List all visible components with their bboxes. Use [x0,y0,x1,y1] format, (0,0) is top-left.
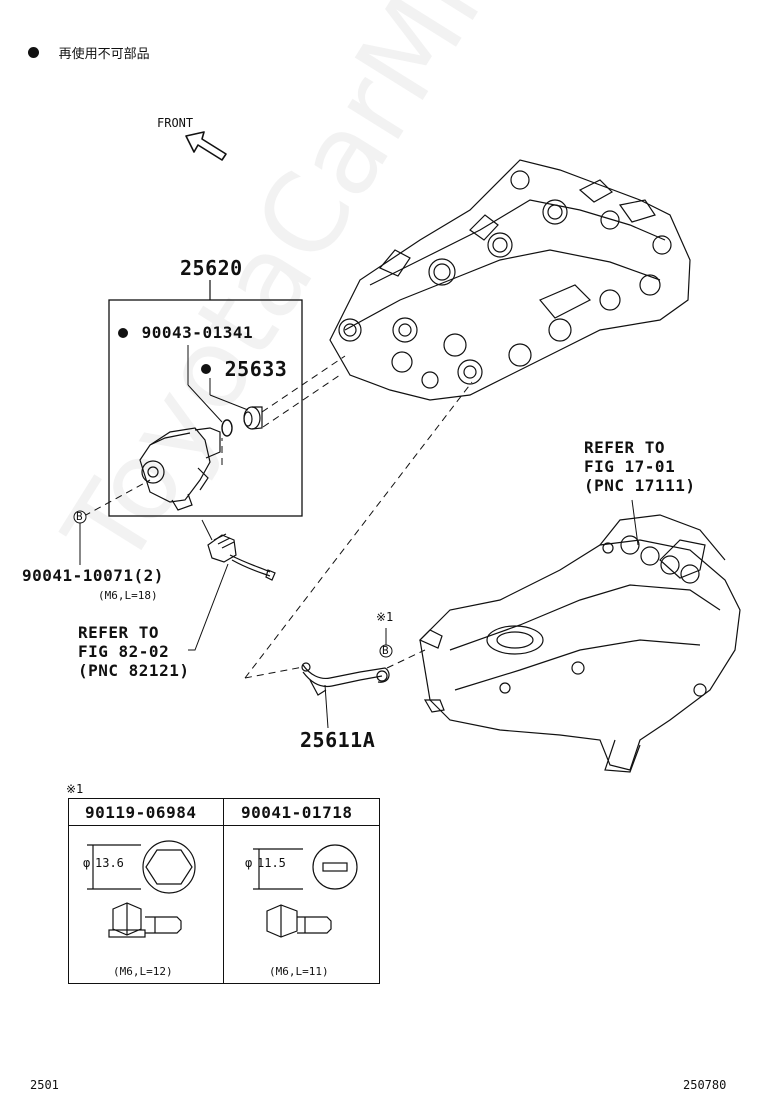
bullet-icon [118,327,128,338]
table-note-mark: ※1 [66,782,84,796]
part-number-text: 90043-01341 [141,323,254,342]
cylinder-head-drawing [329,159,691,401]
actuator-drawing [139,406,263,511]
diameter-value: 13.6 [95,856,124,870]
bullet-icon [201,364,211,374]
table-divider-horizontal [69,825,379,827]
hex-head-bolt-drawing [87,840,196,938]
front-arrow-icon [185,131,227,161]
part-25633: 25633 [201,357,287,381]
front-label: FRONT [157,116,194,130]
ref-line-2: FIG 17-01 [584,457,676,476]
footer-right-code: 250780 [683,1078,727,1092]
ref-line-3: (PNC 17111) [584,476,696,495]
ref-line-3: (PNC 82121) [78,661,190,680]
part-90041-10071: 90041-10071(2) [22,566,164,585]
table-divider-vertical [223,799,225,983]
legend: 再使用不可部品 [28,42,150,62]
part-25611a: 25611A [300,728,376,752]
ref-line-1: REFER TO [584,438,666,457]
ref-line-2: FIG 82-02 [78,642,170,661]
table-col2-part: 90041-01718 [241,803,353,822]
part-90043-01341: 90043-01341 [118,322,253,342]
table-col1-spec: (M6,L=12) [113,965,173,978]
legend-text: 再使用不可部品 [58,47,150,62]
intake-manifold-drawing [418,514,741,773]
round-head-bolt-drawing [253,844,358,938]
ref-line-1: REFER TO [78,623,160,642]
b-marker-label: B [76,510,83,523]
b-marker-icon-2 [379,644,393,658]
table-col2-spec: (M6,L=11) [269,965,329,978]
refer-fig-17-01: REFER TO FIG 17-01 (PNC 17111) [584,438,695,495]
footer-left-code: 2501 [30,1078,59,1092]
connector-drawing [207,533,276,581]
table-col1-part: 90119-06984 [85,803,197,822]
refer-fig-82-02: REFER TO FIG 82-02 (PNC 82121) [78,623,189,680]
assembly-box [108,299,303,517]
bolt-table: 90119-06984 90041-01718 φ 13.6 (M6,L=12)… [68,798,380,984]
bullet-icon [28,47,39,58]
diameter-symbol: φ [83,856,91,870]
b-marker-icon [73,510,87,524]
part-number-text: 25633 [224,357,288,381]
b-marker-label-2: B [382,644,389,657]
bolt-spec: (M6,L=18) [98,589,158,602]
parts-diagram [73,159,741,773]
diameter-symbol: φ [245,856,253,870]
part-25620: 25620 [180,256,243,280]
diameter-value: 11.5 [257,856,286,870]
note-mark-1: ※1 [376,610,394,624]
pipe-drawing [301,662,390,696]
